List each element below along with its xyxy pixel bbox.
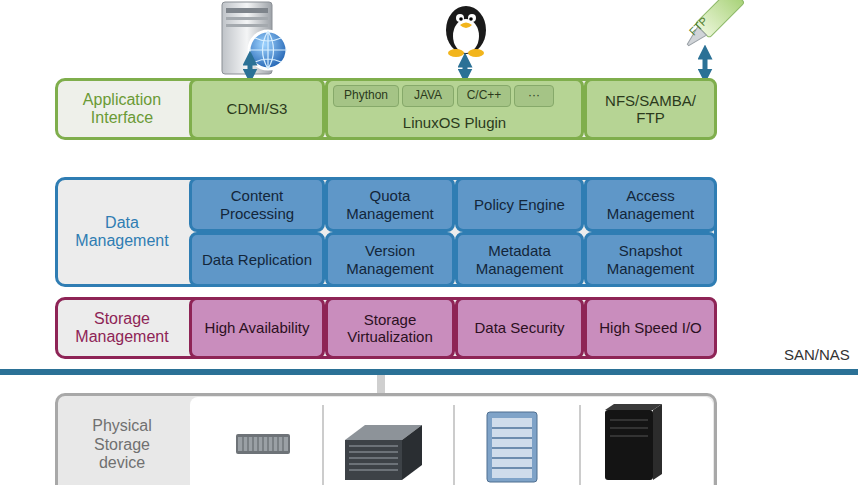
rack-server <box>345 425 422 480</box>
device-band: Physical Storage device <box>55 393 717 485</box>
language-box: ··· <box>514 85 554 107</box>
storage-box: High Availability <box>189 297 325 359</box>
band-label-area: Data Management <box>58 180 186 284</box>
server-icon <box>222 2 287 74</box>
function-box: Content Processing <box>189 177 325 232</box>
band-label-area: Storage Management <box>58 300 186 356</box>
tower-storage <box>487 412 537 482</box>
box-label: High Availability <box>205 319 310 336</box>
storage-box: High Speed I/O <box>584 297 717 359</box>
box-label: Version Management <box>334 242 446 277</box>
box-label: Policy Engine <box>474 196 565 213</box>
language-box: Phython <box>333 85 399 107</box>
network-bar <box>0 369 858 375</box>
band-label: Application Interface <box>67 91 177 128</box>
penguin-icon <box>446 6 486 57</box>
box-label: Access Management <box>593 187 708 222</box>
box-label: Data Security <box>474 319 564 336</box>
double-arrow <box>250 52 705 76</box>
band-label: Data Management <box>67 214 177 251</box>
box-label: Snapshot Management <box>593 242 708 277</box>
function-box: Policy Engine <box>455 177 584 232</box>
box-label: CDMI/S3 <box>227 100 288 117</box>
band-label-area: Application Interface <box>58 81 186 137</box>
language-box: C/C++ <box>457 85 511 107</box>
box-label: Content Processing <box>198 187 316 222</box>
language-label: C/C++ <box>467 89 502 103</box>
box-label: NFS/SAMBA/ FTP <box>593 92 708 127</box>
management-band: Data Management Content Processing Quota M… <box>55 177 717 287</box>
device-panel <box>56 394 716 485</box>
disk-array <box>236 434 290 454</box>
band-label-area: Physical Storage device <box>58 396 186 485</box>
band-label: Storage Management <box>67 310 177 347</box>
function-box: Quota Management <box>325 177 455 232</box>
language-label: Phython <box>344 89 388 103</box>
box-label: High Speed I/O <box>599 319 702 336</box>
interface-box: NFS/SAMBA/ FTP <box>584 78 717 140</box>
language-label: JAVA <box>414 89 442 103</box>
network-label: SAN/NAS <box>784 346 850 363</box>
function-box: Metadata Management <box>455 232 584 287</box>
link-line <box>377 375 385 394</box>
box-label: Metadata Management <box>464 242 575 277</box>
function-box: Version Management <box>325 232 455 287</box>
black-server <box>605 404 662 480</box>
plugin-box: LinuxOS Plugin Phython JAVA C/C++ ··· <box>325 78 584 140</box>
pen-icon <box>681 0 745 52</box>
language-label: ··· <box>528 89 540 103</box>
function-box: Data Replication <box>189 232 325 287</box>
box-label: Quota Management <box>334 187 446 222</box>
band-label: Physical Storage device <box>75 417 170 472</box>
storage-band: Storage Management High Availability Stora… <box>55 297 717 359</box>
interface-box: CDMI/S3 <box>189 78 325 140</box>
language-box: JAVA <box>402 85 454 107</box>
interface-band: Application InterfaceCDMI/S3LinuxOS Plug… <box>55 78 717 140</box>
function-box: Snapshot Management <box>584 232 717 287</box>
box-label: Storage Virtualization <box>334 311 446 346</box>
function-box: Access Management <box>584 177 717 232</box>
box-label: Data Replication <box>202 251 312 268</box>
storage-box: Storage Virtualization <box>325 297 455 359</box>
plugin-label: LinuxOS Plugin <box>328 114 581 131</box>
storage-box: Data Security <box>455 297 584 359</box>
